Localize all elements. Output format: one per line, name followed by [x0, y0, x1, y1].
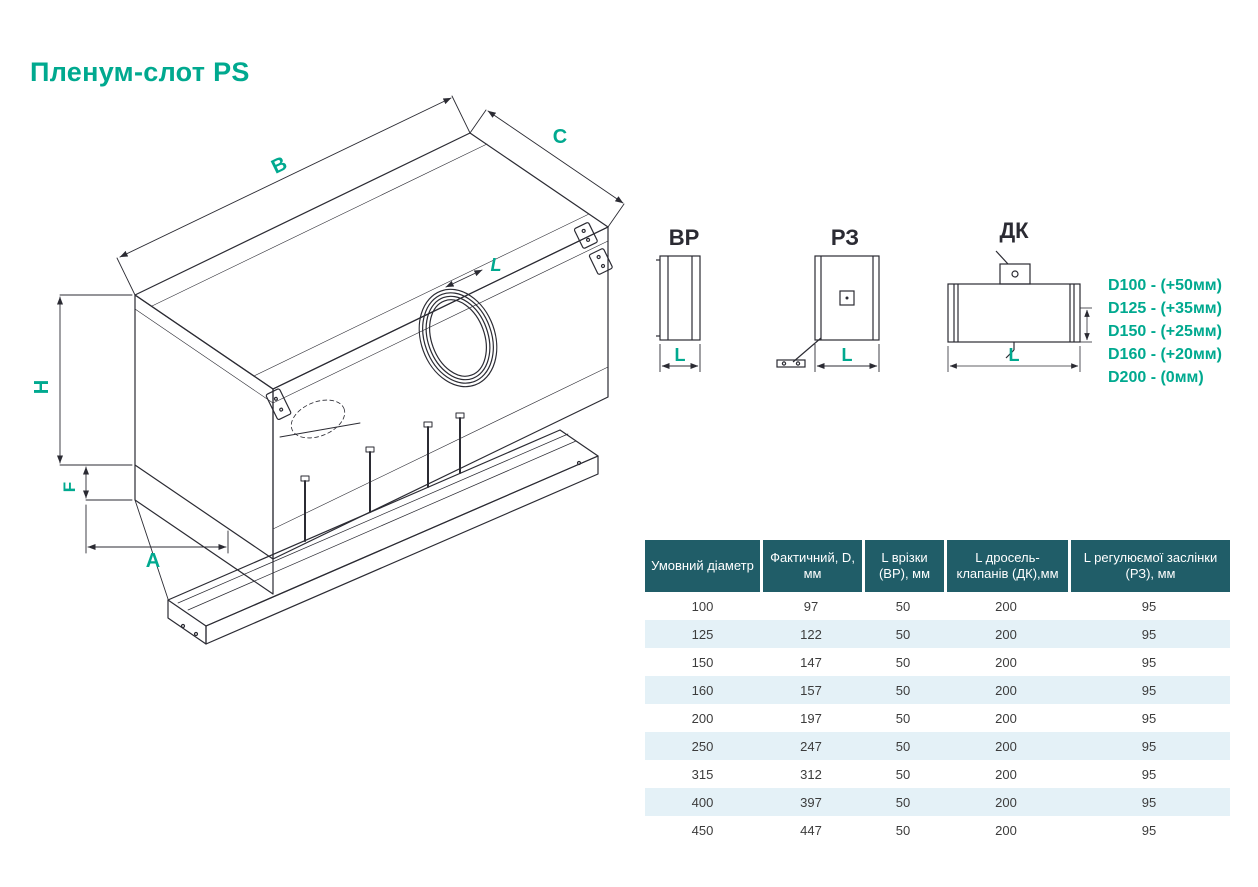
table-row: 400 397 50 200 95	[645, 788, 1230, 816]
table-cell: 200	[691, 710, 714, 726]
table-cell: 95	[1141, 822, 1157, 838]
table-cell: 200	[995, 654, 1017, 670]
table-cell: 200	[995, 682, 1017, 698]
table-cell: 447	[800, 822, 822, 838]
table-row: 125 122 50 200 95	[645, 620, 1230, 648]
page-title: Пленум-слот PS	[30, 57, 250, 87]
component-dim-label-dk: L	[1009, 345, 1020, 365]
dim-label-f: F	[60, 482, 79, 492]
spec-table-body: 100 97 50 200 95 125 122 50 200 95 150 1…	[645, 592, 1230, 844]
component-dim-label-vr: L	[675, 345, 686, 365]
table-row: 450 447 50 200 95	[645, 816, 1230, 844]
table-row: 315 312 50 200 95	[645, 760, 1230, 788]
component-drawing-dk: L	[947, 250, 1092, 372]
table-row: 200 197 50 200 95	[645, 704, 1230, 732]
table-cell: 200	[995, 626, 1017, 642]
component-label-rz: РЗ	[830, 225, 860, 250]
mounting-studs	[300, 412, 465, 542]
table-cell: 97	[803, 598, 819, 614]
d-notes: D100 - (+50мм) D125 - (+35мм) D150 - (+2…	[1108, 274, 1222, 389]
slot-diffuser	[167, 429, 599, 645]
table-cell: 200	[995, 794, 1017, 810]
table-cell: 200	[995, 710, 1017, 726]
table-cell: 50	[895, 710, 911, 726]
table-cell: 100	[691, 598, 714, 614]
main-technical-drawing: B C H F A L	[31, 95, 625, 645]
table-cell: 50	[895, 738, 911, 754]
table-cell: 200	[995, 738, 1017, 754]
d-note: D200 - (0мм)	[1108, 369, 1204, 386]
component-label-dk: ДК	[999, 218, 1029, 243]
table-cell: 247	[800, 738, 822, 754]
d-note: D125 - (+35мм)	[1108, 300, 1222, 317]
component-drawing-rz: L	[776, 255, 880, 372]
dim-label-l: L	[491, 255, 502, 275]
table-cell: 50	[895, 654, 911, 670]
dim-label-b: B	[268, 153, 291, 179]
d-note: D160 - (+20мм)	[1108, 346, 1222, 363]
table-header-cell: L дросель-клапанів (ДК),мм	[944, 540, 1068, 592]
component-label-vr: ВР	[668, 225, 700, 250]
table-cell: 50	[895, 822, 911, 838]
table-row: 150 147 50 200 95	[645, 648, 1230, 676]
spec-table: Умовний діаметр Фактичний, D, мм L врізк…	[645, 540, 1230, 844]
mounting-tabs	[573, 222, 613, 275]
table-cell: 147	[800, 654, 822, 670]
component-dim-label-rz: L	[842, 345, 853, 365]
table-cell: 95	[1141, 598, 1157, 614]
table-cell: 50	[895, 626, 911, 642]
dim-label-c: C	[553, 126, 567, 148]
table-cell: 50	[895, 682, 911, 698]
table-header-cell: Фактичний, D, мм	[760, 540, 862, 592]
table-cell: 200	[995, 822, 1017, 838]
component-drawing-vr: L	[656, 255, 701, 372]
table-cell: 197	[800, 710, 822, 726]
table-cell: 95	[1141, 738, 1157, 754]
table-cell: 397	[800, 794, 822, 810]
table-cell: 125	[691, 626, 714, 642]
table-cell: 95	[1141, 710, 1157, 726]
side-knockout	[265, 388, 361, 439]
table-cell: 95	[1141, 682, 1157, 698]
duct-spigot	[418, 288, 498, 388]
dimension-lines	[56, 95, 625, 554]
table-cell: 95	[1141, 794, 1157, 810]
table-cell: 160	[691, 682, 714, 698]
table-cell: 95	[1141, 626, 1157, 642]
table-cell: 50	[895, 598, 911, 614]
table-header-cell: L регулюємої заслінки (РЗ), мм	[1068, 540, 1230, 592]
table-cell: 315	[691, 766, 714, 782]
table-cell: 95	[1141, 766, 1157, 782]
table-cell: 250	[691, 738, 714, 754]
table-cell: 95	[1141, 654, 1157, 670]
table-row: 250 247 50 200 95	[645, 732, 1230, 760]
table-cell: 400	[691, 794, 714, 810]
table-cell: 157	[800, 682, 822, 698]
d-note: D150 - (+25мм)	[1108, 323, 1222, 340]
table-cell: 150	[691, 654, 714, 670]
table-header-cell: Умовний діаметр	[645, 540, 760, 592]
table-cell: 50	[895, 766, 911, 782]
table-cell: 50	[895, 794, 911, 810]
dimension-labels: B C H F A L	[31, 126, 567, 572]
d-note: D100 - (+50мм)	[1108, 277, 1222, 294]
table-row: 100 97 50 200 95	[645, 592, 1230, 620]
table-cell: 200	[995, 766, 1017, 782]
table-cell: 122	[800, 626, 822, 642]
table-row: 160 157 50 200 95	[645, 676, 1230, 704]
spec-table-header: Умовний діаметр Фактичний, D, мм L врізк…	[645, 540, 1230, 592]
table-cell: 200	[995, 598, 1017, 614]
table-cell: 312	[800, 766, 822, 782]
plenum-box	[134, 132, 609, 600]
table-header-cell: L врізки (ВР), мм	[862, 540, 944, 592]
table-cell: 450	[691, 822, 714, 838]
dim-label-a: A	[146, 550, 160, 572]
dim-label-h: H	[31, 380, 53, 394]
